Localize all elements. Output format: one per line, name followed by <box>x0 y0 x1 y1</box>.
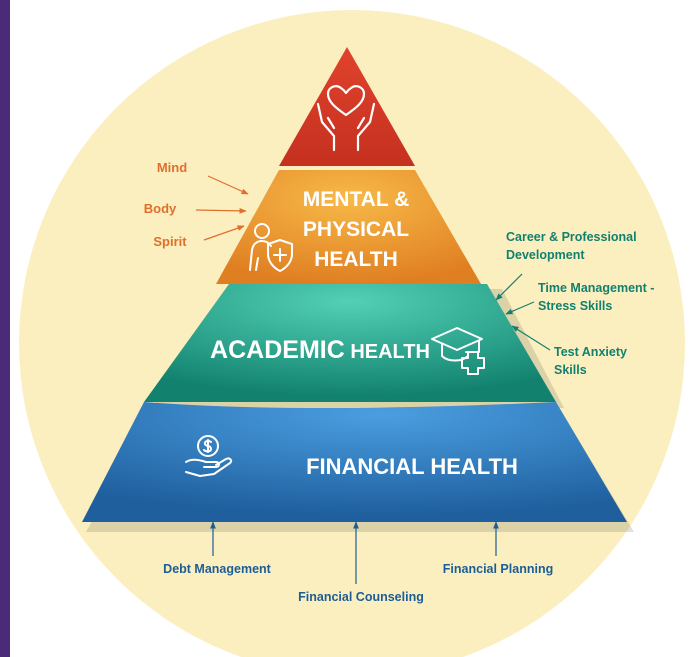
money-hand-icon <box>185 435 233 477</box>
academic-tier <box>144 284 556 402</box>
top-tier <box>279 47 415 166</box>
financial-label: FINANCIAL HEALTH <box>306 454 518 479</box>
label-body: Body <box>144 201 177 216</box>
mental-line2: PHYSICAL <box>303 218 409 241</box>
arrow-body <box>195 207 247 214</box>
label-planning: Financial Planning <box>443 562 553 576</box>
arrow-spirit <box>203 225 245 241</box>
heart-in-hands-icon <box>316 85 376 152</box>
label-time-1: Time Management - <box>538 281 654 295</box>
label-debt: Debt Management <box>163 562 271 576</box>
mental-line1: MENTAL & <box>303 188 410 211</box>
label-counseling: Financial Counseling <box>298 590 424 604</box>
label-career-2: Development <box>506 248 585 262</box>
arrow-career <box>495 273 523 301</box>
label-career-1: Career & Professional <box>506 230 637 244</box>
left-purple-border <box>0 0 10 657</box>
academic-label: ACADEMIC HEALTH <box>210 336 430 364</box>
person-shield-icon <box>249 223 293 272</box>
label-mind: Mind <box>157 160 187 175</box>
label-spirit: Spirit <box>153 234 187 249</box>
mental-line3: HEALTH <box>314 248 398 271</box>
arrow-test <box>511 325 551 351</box>
label-test-1: Test Anxiety <box>554 345 627 359</box>
financial-tier <box>82 402 627 522</box>
arrow-time <box>505 301 535 315</box>
arrow-mind <box>207 175 249 195</box>
label-test-2: Skills <box>554 363 587 377</box>
graduation-cap-plus-icon <box>431 327 485 375</box>
label-time-2: Stress Skills <box>538 299 612 313</box>
